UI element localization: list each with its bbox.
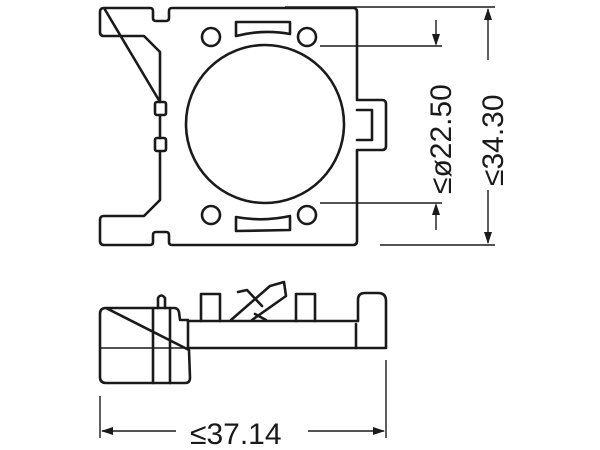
side-view-base: [98, 306, 192, 385]
mounting-hole-top-left: [200, 26, 222, 48]
overall-length-label: ≤37.14: [190, 418, 282, 450]
mounting-hole-bottom-right: [296, 204, 318, 226]
side-tab: [355, 108, 374, 142]
clip-left: [199, 292, 222, 323]
inner-diameter-label: ≤ø22.50: [425, 84, 458, 194]
diagonal-latch: [229, 280, 288, 322]
clip-square-upper: [153, 100, 168, 117]
top-view: [98, 6, 388, 247]
side-view: [98, 280, 388, 385]
top-view-outline: [98, 6, 388, 247]
dimension-inner-diameter: ≤ø22.50: [320, 20, 458, 230]
latch-cross: [236, 288, 268, 322]
mounting-hole-bottom-left: [200, 204, 222, 226]
clip-right: [294, 292, 317, 323]
central-opening: [184, 43, 346, 205]
curved-slot-bottom: [234, 214, 292, 233]
dimension-overall-height: ≤34.30: [285, 6, 510, 246]
dimension-overall-length: ≤37.14: [99, 360, 387, 450]
overall-height-label: ≤34.30: [477, 94, 510, 186]
side-view-arm: [186, 291, 388, 350]
curved-slot-top: [234, 20, 292, 38]
side-view-post: [156, 294, 167, 310]
clip-square-lower: [153, 136, 168, 153]
mounting-hole-top-right: [296, 26, 318, 48]
